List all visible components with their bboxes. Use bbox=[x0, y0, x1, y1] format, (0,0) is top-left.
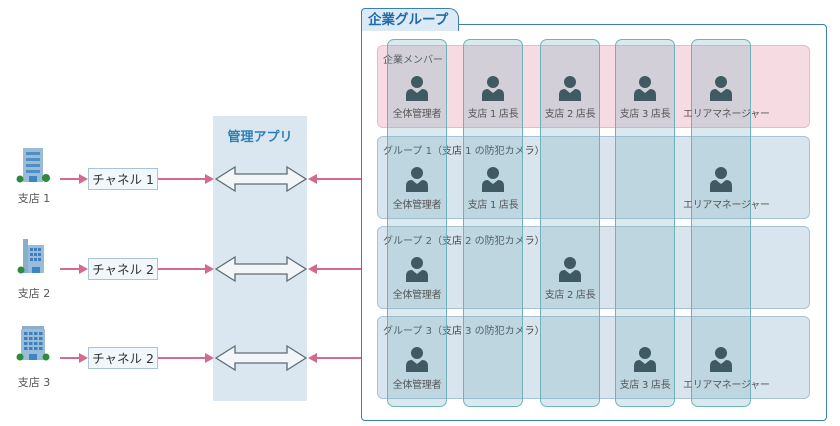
branch-label: 支店 3 bbox=[17, 376, 51, 389]
role-label: 全体管理者 bbox=[392, 290, 442, 301]
role-member: 全体管理者 bbox=[379, 166, 455, 211]
person-icon bbox=[482, 76, 504, 101]
group-row bbox=[377, 136, 810, 219]
role-member: エリアマネージャー bbox=[683, 166, 770, 211]
flow-arrow-line bbox=[158, 268, 206, 270]
person-icon bbox=[710, 347, 732, 372]
role-label: 全体管理者 bbox=[392, 109, 442, 120]
office-building-icon bbox=[17, 239, 44, 274]
person-icon bbox=[559, 257, 581, 282]
office-building-icon bbox=[16, 148, 50, 183]
role-label: 全体管理者 bbox=[392, 380, 442, 391]
channel-box: チャネル 2 bbox=[88, 258, 158, 280]
branch-label: 支店 1 bbox=[17, 192, 51, 205]
flow-arrow-line bbox=[158, 178, 206, 180]
group-row bbox=[377, 316, 810, 399]
role-member: 支店 3 店長 bbox=[607, 75, 683, 120]
person-icon bbox=[634, 76, 656, 101]
flow-arrow-line bbox=[60, 268, 80, 270]
arrowhead-icon bbox=[308, 174, 317, 184]
flow-arrow-line bbox=[316, 357, 361, 359]
row-label: 企業メンバー bbox=[383, 55, 443, 66]
person-icon bbox=[482, 167, 504, 192]
flow-arrow-line bbox=[316, 268, 361, 270]
arrowhead-icon bbox=[308, 353, 317, 363]
role-member: 支店 1 店長 bbox=[455, 75, 531, 120]
channel-box: チャネル 2 bbox=[88, 347, 158, 369]
arrowhead-icon bbox=[79, 174, 88, 184]
person-icon bbox=[406, 76, 428, 101]
role-label: 支店 3 店長 bbox=[619, 380, 671, 391]
role-label: 支店 3 店長 bbox=[619, 109, 671, 120]
person-icon bbox=[406, 347, 428, 372]
double-arrow-icon bbox=[215, 344, 307, 372]
role-member: エリアマネージャー bbox=[683, 346, 770, 391]
branch-label: 支店 2 bbox=[17, 287, 51, 300]
role-label: エリアマネージャー bbox=[683, 200, 770, 211]
role-label: 支店 1 店長 bbox=[467, 200, 519, 211]
role-member: 全体管理者 bbox=[379, 256, 455, 301]
group-row bbox=[377, 226, 810, 309]
arrowhead-icon bbox=[205, 264, 214, 274]
double-arrow-icon bbox=[215, 165, 307, 193]
person-icon bbox=[634, 347, 656, 372]
arrowhead-icon bbox=[205, 174, 214, 184]
role-member: 支店 2 店長 bbox=[532, 256, 608, 301]
arrowhead-icon bbox=[308, 264, 317, 274]
enterprise-group-title: 企業グループ bbox=[361, 8, 460, 31]
flow-arrow-line bbox=[60, 178, 80, 180]
role-label: 全体管理者 bbox=[392, 200, 442, 211]
double-arrow-icon bbox=[215, 255, 307, 283]
management-app-title: 管理アプリ bbox=[227, 130, 293, 145]
role-member: エリアマネージャー bbox=[683, 75, 770, 120]
role-label: 支店 2 店長 bbox=[544, 109, 596, 120]
role-member: 支店 1 店長 bbox=[455, 166, 531, 211]
flow-arrow-line bbox=[316, 178, 361, 180]
person-icon bbox=[710, 167, 732, 192]
arrowhead-icon bbox=[79, 264, 88, 274]
flow-arrow-line bbox=[158, 357, 206, 359]
role-member: 全体管理者 bbox=[379, 346, 455, 391]
person-icon bbox=[406, 257, 428, 282]
role-label: 支店 1 店長 bbox=[467, 109, 519, 120]
person-icon bbox=[559, 76, 581, 101]
role-label: エリアマネージャー bbox=[683, 109, 770, 120]
role-member: 支店 3 店長 bbox=[607, 346, 683, 391]
flow-arrow-line bbox=[60, 357, 80, 359]
arrowhead-icon bbox=[205, 353, 214, 363]
arrowhead-icon bbox=[79, 353, 88, 363]
channel-box: チャネル 1 bbox=[88, 168, 158, 190]
role-member: 支店 2 店長 bbox=[532, 75, 608, 120]
role-member: 全体管理者 bbox=[379, 75, 455, 120]
office-building-icon bbox=[16, 326, 50, 361]
person-icon bbox=[710, 76, 732, 101]
person-icon bbox=[406, 167, 428, 192]
role-label: エリアマネージャー bbox=[683, 380, 770, 391]
members-row bbox=[377, 45, 810, 128]
role-label: 支店 2 店長 bbox=[544, 290, 596, 301]
